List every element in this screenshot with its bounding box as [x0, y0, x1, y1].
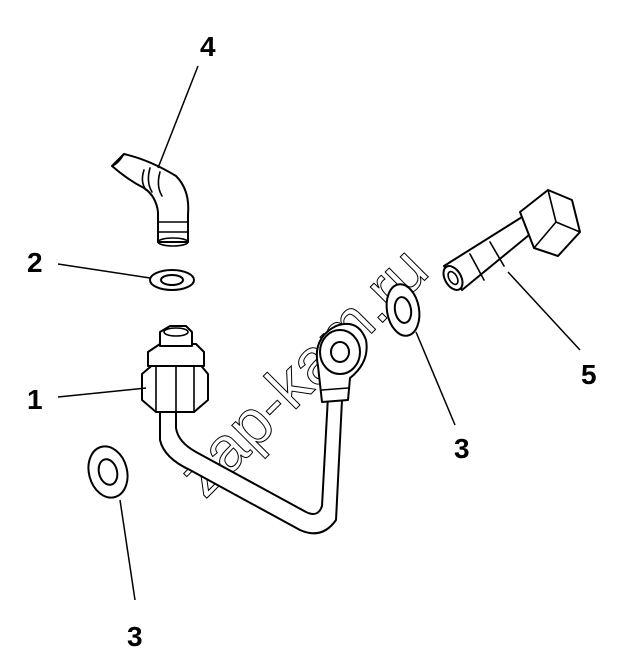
part-2-washer — [149, 269, 195, 291]
callout-1: 1 — [27, 384, 43, 415]
leader-2 — [57, 263, 151, 279]
leader-4 — [157, 65, 199, 169]
part-3-washer-upper — [385, 283, 421, 337]
callout-4: 4 — [200, 31, 216, 62]
callout-5: 5 — [581, 359, 597, 390]
part-5-banjo-bolt — [442, 189, 581, 291]
callout-3-upper: 3 — [454, 433, 470, 464]
part-1-fuel-pipe — [141, 322, 368, 535]
leader-3-lower — [119, 499, 136, 601]
callout-3-lower: 3 — [127, 621, 143, 652]
leader-1 — [57, 387, 147, 398]
callout-2: 2 — [27, 247, 43, 278]
leader-3-upper — [415, 331, 456, 426]
leader-5 — [507, 271, 581, 351]
part-3-washer-lower — [87, 445, 129, 499]
part-4-elbow-hose — [111, 153, 190, 247]
